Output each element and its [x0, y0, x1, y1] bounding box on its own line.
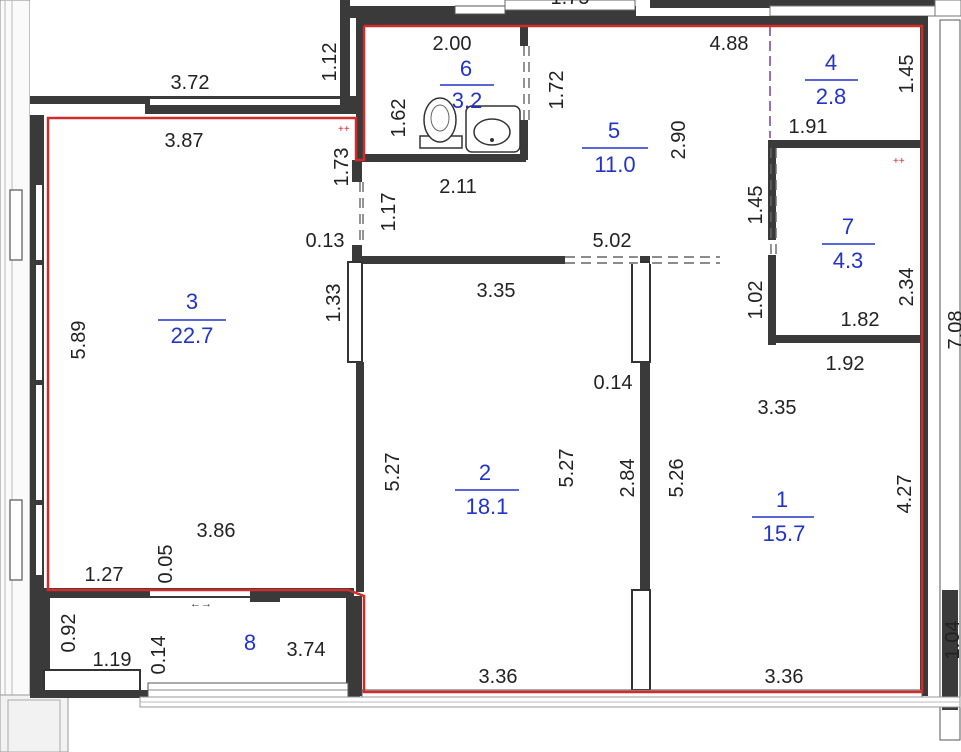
dim-label: 3.36 — [479, 666, 518, 688]
room-number: 1 — [776, 487, 788, 512]
dim-label: 5.02 — [593, 230, 632, 252]
dim-label: 2.11 — [439, 176, 476, 198]
dim-label: 5.89 — [68, 321, 90, 360]
dim-label: 5.27 — [382, 453, 404, 492]
dim-label: 1.17 — [378, 193, 400, 232]
dim-label: 1.19 — [93, 649, 132, 671]
dim-label: 4.88 — [710, 33, 749, 55]
dim-label: 7.08 — [945, 311, 961, 350]
door-arrow-icon: ←→ — [190, 598, 212, 610]
dim-label: 1.04 — [942, 621, 961, 660]
room-area: 2.8 — [816, 84, 847, 109]
doors — [359, 26, 777, 264]
sink-icon — [465, 105, 521, 153]
dim-label: 1.02 — [745, 281, 767, 320]
dim-label: 1.75 — [551, 0, 590, 9]
room-number: 7 — [842, 214, 854, 239]
room-area: 15.7 — [763, 521, 806, 546]
dim-label: 0.14 — [148, 636, 170, 675]
dim-label: 3.86 — [197, 520, 236, 542]
socket-mark: ++ — [893, 156, 905, 167]
room-labels: 3 22.7 2 18.1 1 15.7 5 11.0 6 3.2 4 2.8 … — [158, 50, 875, 655]
dim-label: 3.36 — [765, 666, 804, 688]
dim-label: 1.82 — [841, 309, 880, 331]
dim-label: 4.27 — [894, 475, 916, 514]
dim-label: 0.14 — [594, 372, 633, 394]
dim-label: 2.00 — [433, 33, 472, 55]
room-number: 8 — [244, 630, 256, 655]
dim-label: 1.73 — [331, 148, 353, 187]
dim-label: 2.34 — [896, 268, 918, 307]
dim-label: 1.45 — [896, 55, 918, 94]
toilet-icon — [419, 97, 463, 149]
dim-label: 1.27 — [85, 564, 124, 586]
dim-label: 1.45 — [745, 186, 767, 225]
room-number: 4 — [825, 50, 837, 75]
left-facade — [0, 0, 69, 752]
dim-label: 1.12 — [319, 43, 341, 82]
room-area: 11.0 — [594, 152, 635, 177]
dim-label: 3.74 — [287, 639, 326, 661]
room-number: 2 — [479, 460, 491, 485]
vertical-dimension-labels: 1.12 1.62 1.72 1.45 2.90 1.73 1.17 1.45 … — [58, 0, 961, 674]
room-number: 3 — [186, 289, 198, 314]
walls — [30, 16, 961, 741]
dim-label: 1.92 — [826, 353, 865, 375]
dim-label: 0.13 — [306, 230, 345, 252]
apartment-outline — [46, 24, 924, 694]
dim-label: 3.35 — [758, 397, 797, 419]
socket-mark: ++ — [338, 124, 350, 135]
dim-label: 2.84 — [617, 459, 639, 498]
room-area: 4.3 — [833, 248, 864, 273]
room-area: 22.7 — [171, 323, 214, 348]
room-area: 3.2 — [452, 88, 483, 113]
dim-label: 0.92 — [58, 614, 80, 653]
dim-label: 0.05 — [155, 545, 177, 584]
window — [9, 499, 23, 581]
dim-label: 3.87 — [165, 130, 204, 152]
room-area: 18.1 — [466, 494, 509, 519]
dim-label: 1.72 — [546, 71, 568, 110]
room-number: 5 — [608, 118, 620, 143]
dim-label: 5.26 — [666, 459, 688, 498]
dim-label: 3.72 — [171, 72, 210, 94]
dimension-labels: 3.72 3.87 2.00 4.88 1.91 2.11 0.13 5.02 … — [85, 33, 880, 688]
dim-label: 1.91 — [789, 116, 828, 138]
room-number: 6 — [460, 56, 472, 81]
dim-label: 3.35 — [477, 280, 516, 302]
dim-label: 1.62 — [388, 99, 410, 138]
dim-label: 1.33 — [323, 284, 345, 323]
top-left-neighbor — [30, 0, 961, 115]
dim-label: 5.27 — [556, 449, 578, 488]
window — [9, 189, 23, 261]
dim-label: 2.90 — [668, 121, 690, 160]
